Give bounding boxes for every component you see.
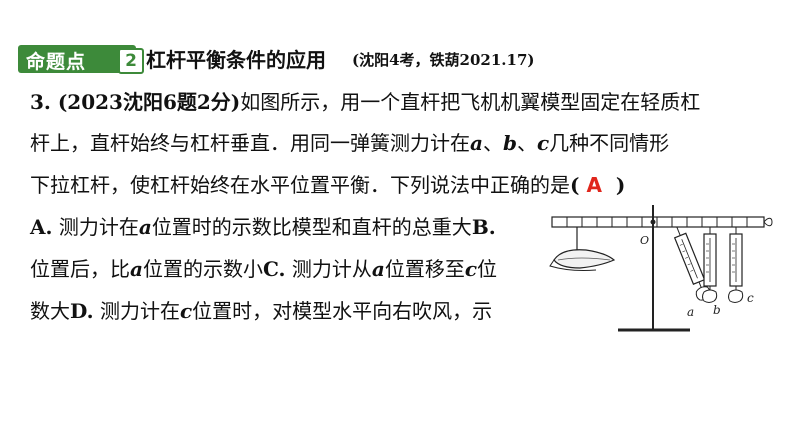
option-d-text: 测力计在	[93, 299, 180, 323]
label-a: a	[687, 305, 694, 319]
question-text-2b: 几种不同情形	[549, 131, 670, 155]
question-text-3: 下拉杠杆，使杠杆始终在水平位置平衡．下列说法中正确的是	[30, 173, 570, 197]
var-b: b	[502, 131, 517, 155]
topic-note: (沈阳4考，铁葫2021.17)	[352, 51, 535, 69]
badge-label: 命题点	[26, 51, 87, 73]
option-line-5: 位置后，比a位置的示数小C. 测力计从a位置移至c位	[30, 255, 497, 283]
question-source: 3. (2023沈阳6题2分)	[30, 90, 241, 114]
option-a-label: A.	[30, 215, 53, 239]
question-line-3: 下拉杠杆，使杠杆始终在水平位置平衡．下列说法中正确的是( A )	[30, 171, 625, 199]
label-b: b	[713, 303, 721, 317]
option-d-label: D.	[70, 299, 94, 323]
var-c: c	[536, 131, 550, 155]
option-c-text: 位置移至	[384, 257, 465, 281]
separator: 、	[516, 131, 537, 155]
question-text-2: 杆上，直杆始终与杠杆垂直．用同一弹簧测力计在	[30, 131, 470, 155]
option-c-text: 数大	[30, 299, 70, 323]
option-b-text: 位置的示数小	[142, 257, 263, 281]
option-c-text: 位	[477, 257, 498, 281]
var-c: c	[464, 257, 478, 281]
var-c: c	[179, 299, 193, 323]
lever-bar	[551, 216, 773, 228]
question-line-1: 3. (2023沈阳6题2分)如图所示，用一个直杆把飞机机翼模型固定在轻质杠	[30, 88, 700, 116]
option-a-text: 位置时的示数比模型和直杆的总重大	[151, 215, 472, 239]
lever-diagram: O	[549, 205, 773, 332]
var-a: a	[130, 257, 143, 281]
option-c-label: C.	[262, 257, 286, 281]
option-line-4: A. 测力计在a位置时的示数比模型和直杆的总重大B.	[30, 213, 496, 241]
option-b-text: 位置后，比	[30, 257, 130, 281]
option-c-text: 测力计从	[285, 257, 372, 281]
var-a: a	[138, 215, 152, 239]
question-text-1: 如图所示，用一个直杆把飞机机翼模型固定在轻质杠	[240, 90, 701, 114]
option-d-text: 位置时，对模型水平向右吹风，示	[192, 299, 493, 323]
answer-bracket: ( A )	[570, 173, 625, 197]
paren-open: (	[570, 173, 580, 197]
var-a: a	[371, 257, 385, 281]
answer-text: A	[586, 173, 602, 197]
wing-model	[549, 227, 616, 271]
option-line-6: 数大D. 测力计在c位置时，对模型水平向右吹风，示	[30, 297, 492, 325]
topic-badge: 命题点 2	[18, 45, 144, 74]
spring-scale-c	[728, 227, 744, 303]
support-stand	[618, 205, 690, 332]
paren-close: )	[615, 173, 626, 197]
badge-number: 2	[118, 48, 144, 74]
label-c: c	[747, 291, 754, 305]
topic-title: 杠杆平衡条件的应用	[146, 48, 326, 72]
question-line-2: 杆上，直杆始终与杠杆垂直．用同一弹簧测力计在a、b、c几种不同情形	[30, 129, 669, 157]
option-a-text: 测力计在	[52, 215, 139, 239]
separator: 、	[482, 131, 503, 155]
pivot-label: O	[640, 234, 649, 247]
option-b-label: B.	[471, 215, 496, 239]
spring-scale-b	[702, 227, 718, 303]
var-a: a	[470, 131, 483, 155]
